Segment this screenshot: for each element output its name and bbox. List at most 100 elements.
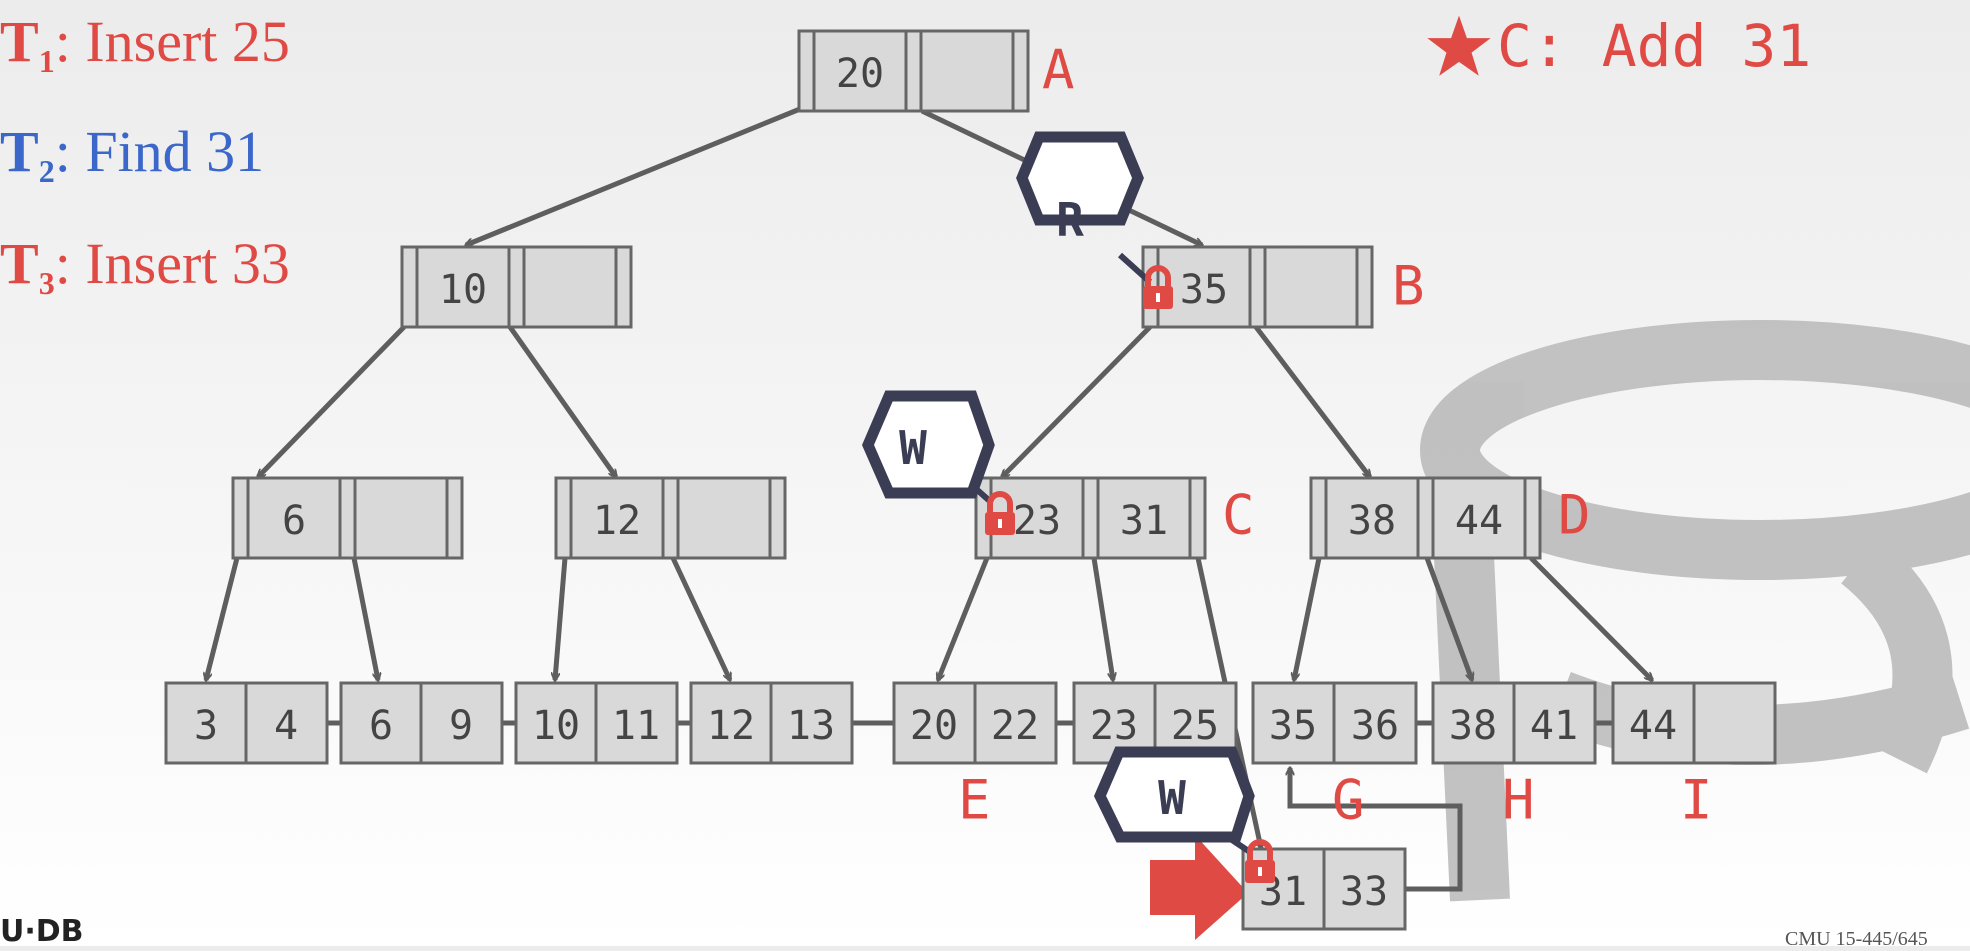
key-cell: [1611, 681, 1696, 765]
leaf-node[interactable]: 3 4: [164, 681, 329, 765]
txn-name: T: [0, 9, 39, 74]
edge-c-to-e: [935, 557, 990, 680]
node-label: C: [1222, 484, 1255, 547]
key-text: 12: [707, 703, 755, 749]
latch-mode: W: [1158, 771, 1186, 825]
node-label: E: [958, 769, 991, 832]
key-text: 23: [1013, 498, 1061, 544]
transaction-t1: T1: Insert 25: [0, 9, 290, 80]
node-pointer-slot: [1011, 29, 1030, 113]
edge-6-to-leaf2: [351, 557, 378, 680]
inner-node[interactable]: 12: [554, 476, 787, 560]
inner-node[interactable]: 23 31 C: [974, 476, 1255, 560]
key-text: 3: [194, 703, 218, 749]
new-leaf-node[interactable]: 31 33: [1241, 847, 1407, 931]
key-cell: [164, 681, 248, 765]
edge-d-to-h: [1424, 557, 1472, 680]
key-text: 38: [1449, 703, 1497, 749]
edge-b-to-c: [1002, 325, 1152, 477]
transaction-t3: T3: Insert 33: [0, 231, 290, 302]
new-leaf-sibling-pointer: [1290, 768, 1463, 892]
node-label: H: [1502, 769, 1535, 832]
edge-12-to-leaf3: [555, 557, 568, 680]
key-text: 22: [991, 703, 1039, 749]
node-pointer-slot: [400, 245, 419, 329]
key-text: 10: [439, 267, 487, 313]
txn-action: Insert 25: [85, 9, 290, 74]
leaf-node[interactable]: 10 11: [514, 681, 679, 765]
node-label: D: [1558, 484, 1591, 547]
node-pointer-slot: [1248, 245, 1267, 329]
inner-node[interactable]: 38 44 D: [1309, 476, 1591, 560]
key-cell: [769, 681, 854, 765]
footer-logo: U·DB: [0, 914, 84, 949]
key-cell: [569, 476, 665, 560]
key-text: 44: [1629, 703, 1677, 749]
txn-subscript: 1: [38, 43, 55, 80]
key-text: 13: [787, 703, 835, 749]
key-cell: [353, 476, 449, 560]
inner-node[interactable]: 10: [400, 245, 633, 329]
key-cell: [1332, 681, 1418, 765]
key-cell: [1263, 245, 1359, 329]
node-pointer-slot: [507, 245, 526, 329]
key-cell: [415, 245, 511, 329]
key-text: 38: [1348, 498, 1396, 544]
key-text: 35: [1269, 703, 1317, 749]
inner-node[interactable]: 20 A: [797, 29, 1075, 113]
key-cell: [1431, 476, 1527, 560]
inner-node[interactable]: 35 B: [1141, 245, 1425, 329]
leaf-node[interactable]: 12 13: [689, 681, 854, 765]
node-pointer-slot: [797, 29, 816, 113]
key-cell: [1322, 847, 1407, 931]
lock-icon: [1245, 839, 1275, 883]
key-cell: [1512, 681, 1597, 765]
txn-action: Insert 33: [85, 231, 290, 296]
leaf-node[interactable]: 20 22 E: [892, 681, 1058, 832]
key-cell: [1324, 476, 1420, 560]
latch-hexagon: [1093, 746, 1255, 843]
leaf-node[interactable]: 38 41 H: [1431, 681, 1597, 832]
key-text: 20: [910, 703, 958, 749]
latch-hexagon: [1016, 131, 1144, 226]
node-label: B: [1392, 255, 1425, 318]
txn-subscript: 3: [38, 265, 55, 302]
key-cell: [1692, 681, 1777, 765]
edge-b-to-d: [1254, 325, 1370, 477]
callout-text: C: Add 31: [1497, 12, 1812, 80]
latch-connector: [1117, 252, 1153, 285]
edge-a-to-10: [466, 106, 801, 248]
key-text: 36: [1351, 703, 1399, 749]
latch-mode: W: [899, 421, 927, 475]
latch-mode: R: [1056, 193, 1084, 247]
footer-course-label: CMU 15-445/645: [1785, 928, 1928, 950]
leaf-node[interactable]: 35 36 G: [1251, 681, 1418, 832]
node-pointer-slot: [904, 29, 923, 113]
key-text: 20: [836, 51, 884, 97]
write-latch: W: [1093, 746, 1275, 883]
key-text: 6: [282, 498, 306, 544]
lock-icon: [1143, 265, 1173, 309]
node-pointer-slot: [1355, 245, 1374, 329]
edge-12-to-leaf4: [670, 556, 733, 680]
node-pointer-slot: [768, 476, 787, 560]
read-latch: R: [1016, 131, 1173, 309]
insert-arrow-icon: [1150, 835, 1248, 940]
key-text: 31: [1120, 498, 1168, 544]
node-pointer-slot: [661, 476, 680, 560]
key-cell: [594, 681, 679, 765]
key-text: 41: [1530, 703, 1578, 749]
leaf-node[interactable]: 6 9: [339, 681, 504, 765]
node-pointer-slot: [1188, 476, 1207, 560]
txn-subscript: 2: [38, 153, 55, 190]
key-cell: [919, 29, 1015, 113]
key-text: 35: [1180, 267, 1228, 313]
key-text: 33: [1340, 869, 1388, 915]
inner-node[interactable]: 6: [231, 476, 464, 560]
node-pointer-slot: [1416, 476, 1435, 560]
leaf-node[interactable]: 44 I: [1611, 681, 1777, 832]
node-label: G: [1332, 769, 1365, 832]
node-pointer-slot: [614, 245, 633, 329]
key-cell: [1431, 681, 1516, 765]
